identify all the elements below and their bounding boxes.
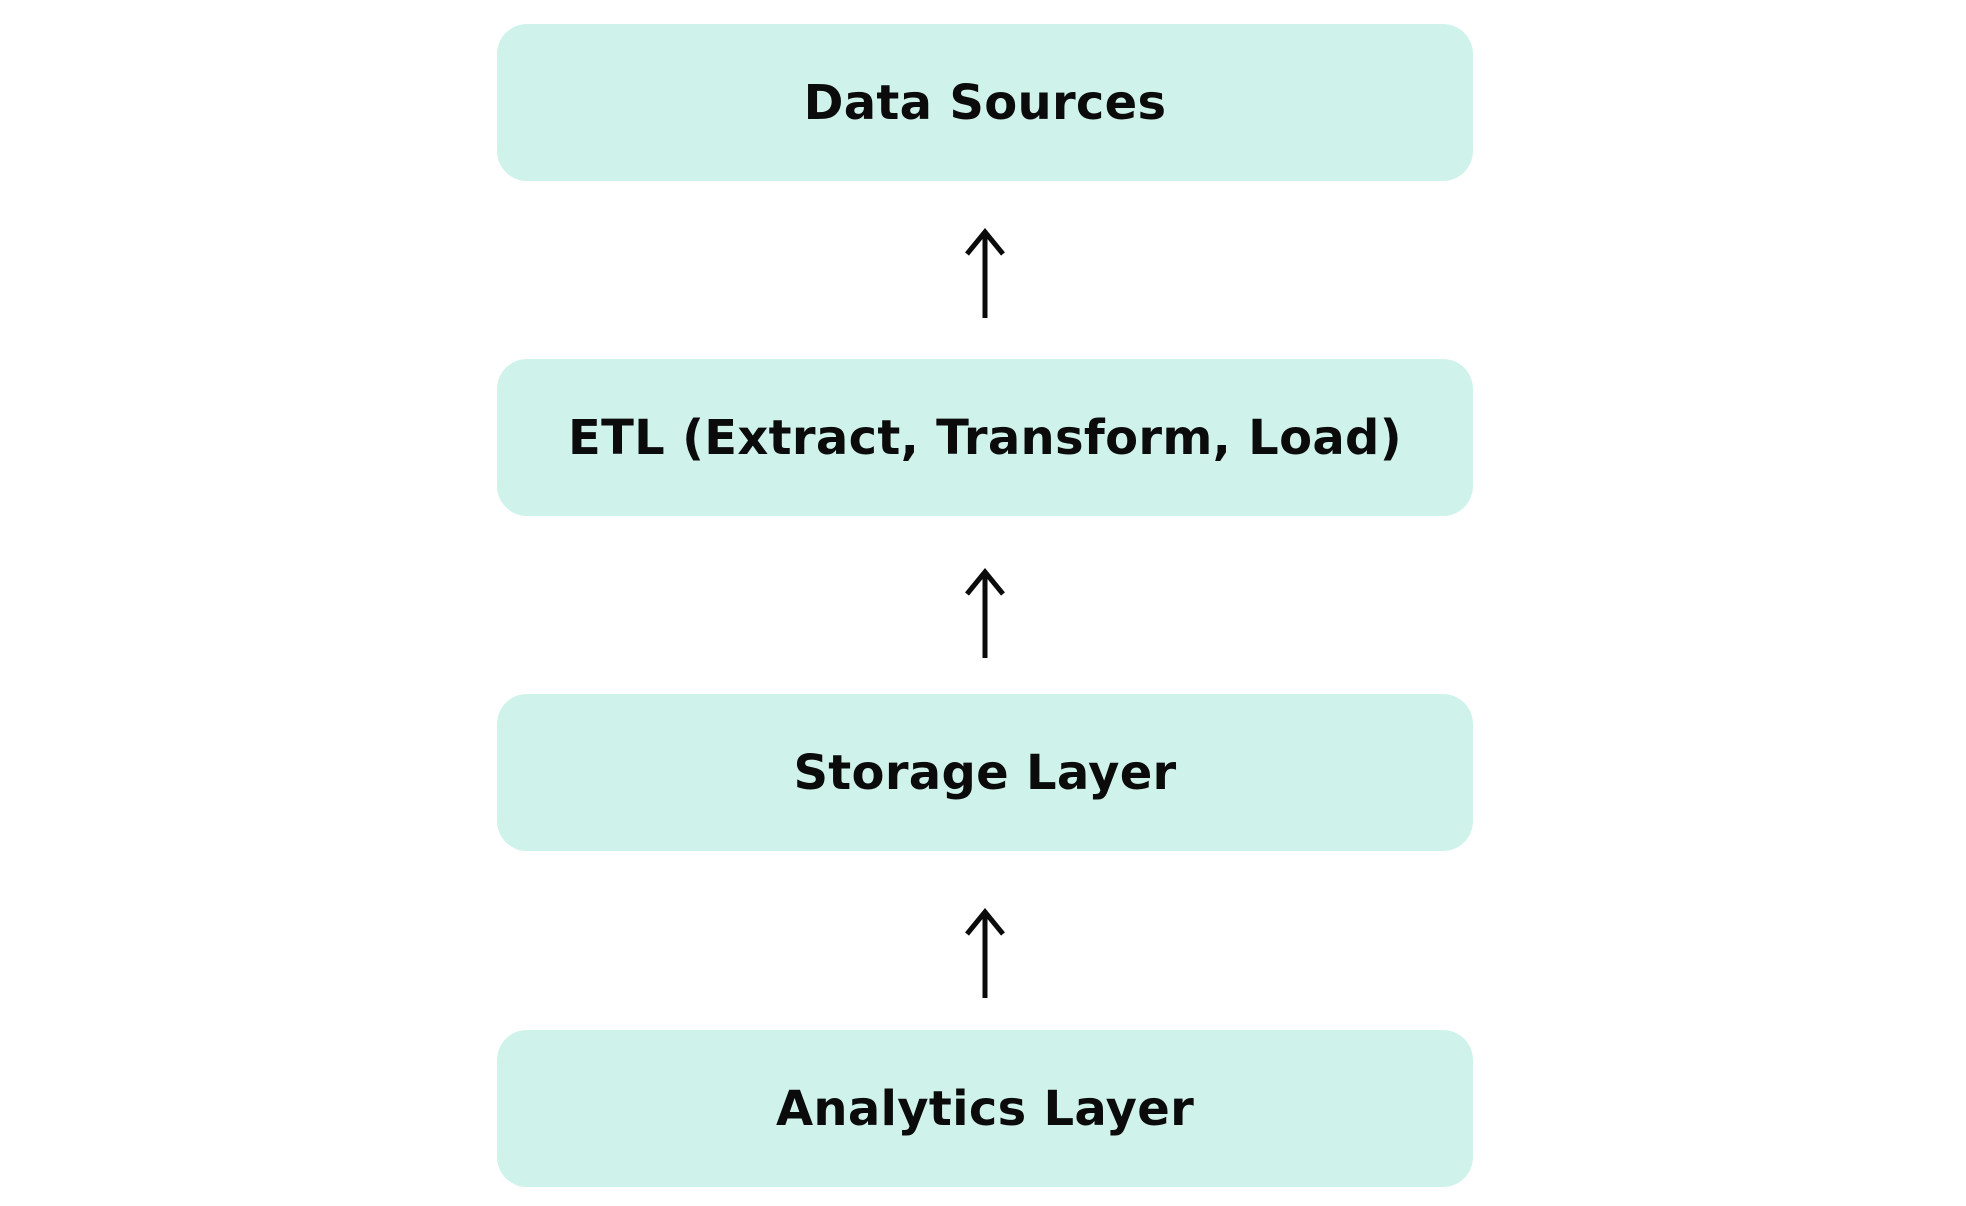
arrow-up-icon bbox=[963, 568, 1007, 660]
layer-box-data-sources: Data Sources bbox=[497, 24, 1473, 181]
layer-label: Data Sources bbox=[803, 74, 1167, 131]
layer-box-storage: Storage Layer bbox=[497, 694, 1473, 851]
arrow-up-icon bbox=[963, 908, 1007, 1000]
layer-label: Storage Layer bbox=[793, 744, 1177, 801]
layer-label: Analytics Layer bbox=[775, 1080, 1195, 1137]
layer-box-etl: ETL (Extract, Transform, Load) bbox=[497, 359, 1473, 516]
layer-label: ETL (Extract, Transform, Load) bbox=[568, 409, 1402, 466]
arrow-up-icon bbox=[963, 228, 1007, 320]
layer-box-analytics: Analytics Layer bbox=[497, 1030, 1473, 1187]
